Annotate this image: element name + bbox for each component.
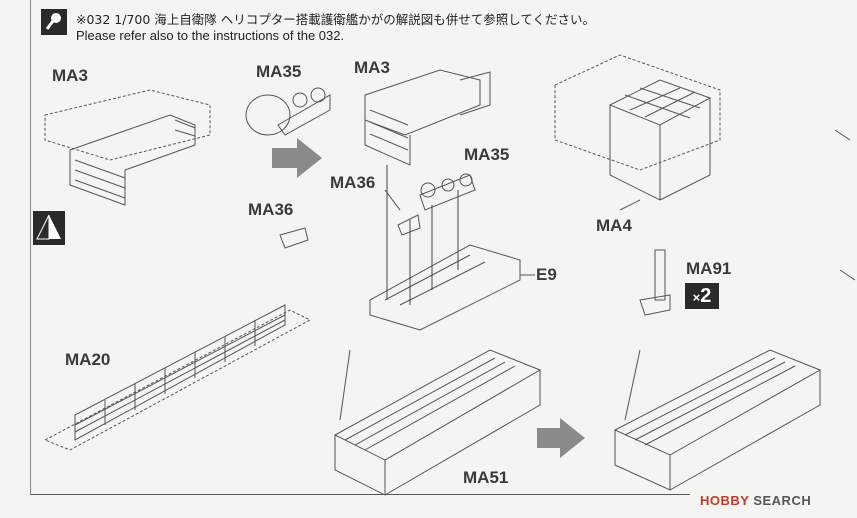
ma91-drawing	[639, 249, 671, 316]
ma51-assembled-drawing	[613, 349, 822, 491]
ma35-center-drawing	[419, 173, 476, 211]
e9-drawing	[369, 244, 535, 331]
part-label-ma3-center: MA3	[354, 58, 390, 77]
part-label-ma35-top: MA35	[256, 62, 302, 81]
part-label-ma3-left: MA3	[52, 66, 88, 85]
part-label-e9: E9	[536, 265, 557, 284]
border-bottom	[30, 494, 690, 495]
reference-note-en: Please refer also to the instructions of…	[76, 28, 345, 43]
ma35-top-drawing	[245, 87, 331, 136]
part-label-ma35-center: MA35	[464, 145, 510, 164]
ma4-drawing	[554, 54, 721, 211]
ma36-center-drawing	[397, 214, 421, 236]
arrow-right-icon	[272, 138, 322, 178]
ma20-drawing	[43, 304, 312, 451]
hidden-side-icon	[33, 211, 65, 245]
arrow-right-icon	[537, 418, 585, 458]
ma51-drawing	[333, 349, 542, 496]
wrench-icon	[41, 9, 67, 35]
part-label-ma36-left: MA36	[248, 200, 294, 219]
watermark: HOBBY SEARCH	[700, 493, 812, 508]
part-label-ma4: MA4	[596, 216, 632, 235]
part-label-ma51: MA51	[463, 468, 509, 487]
part-label-ma20: MA20	[65, 350, 111, 369]
ma3-center-drawing	[364, 69, 491, 166]
border-left	[30, 0, 31, 495]
part-label-ma36-center: MA36	[330, 173, 376, 192]
quantity-badge: ×2	[685, 283, 719, 309]
ma3-left-drawing	[44, 89, 211, 206]
reference-note-jp: ※032 1/700 海上自衛隊 ヘリコプター搭載護衛艦かがの解説図も併せて参照…	[76, 12, 596, 27]
part-label-ma91: MA91	[686, 259, 732, 278]
ma36-left-drawing	[279, 227, 309, 249]
